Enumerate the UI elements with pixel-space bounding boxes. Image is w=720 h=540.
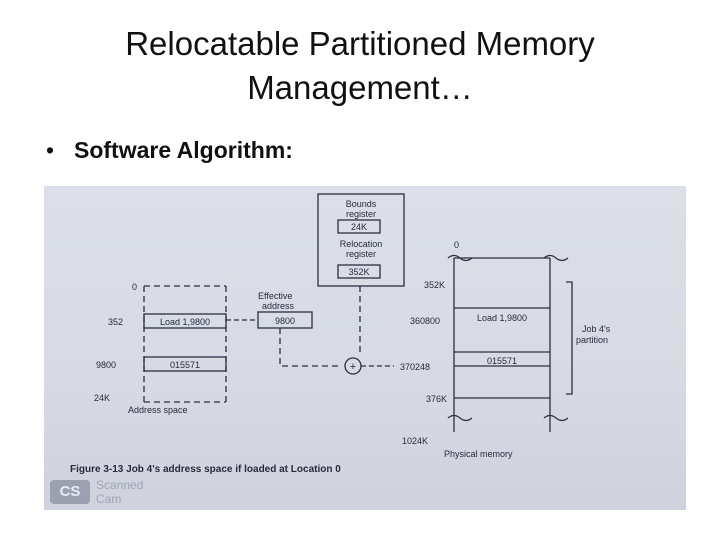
- address-0: 0: [132, 282, 137, 292]
- bounds-value-box: [337, 219, 381, 234]
- partition-label-1: Job 4's: [582, 324, 611, 334]
- physical-memory-rows: [454, 257, 550, 399]
- bounds-register-label-2: register: [346, 209, 376, 219]
- physical-address-0: 0: [454, 240, 459, 250]
- break-mark-top-right: [543, 254, 569, 262]
- physical-memory-sides: [453, 258, 551, 432]
- figure-photo: Bounds register 24K Relocation register …: [44, 186, 686, 510]
- memory-diagram: Bounds register 24K Relocation register …: [70, 193, 611, 475]
- adder-symbol: +: [350, 361, 356, 373]
- physical-address-1024k: 1024K: [402, 436, 428, 446]
- physical-address-352k: 352K: [424, 280, 445, 290]
- address-space-label: Address space: [128, 405, 188, 415]
- slide-title-line-1: Relocatable Partitioned Memory: [125, 25, 595, 62]
- bullet-text: Software Algorithm:: [74, 137, 293, 163]
- physical-data-value: 015571: [487, 356, 517, 366]
- scanner-logo: CS: [50, 480, 90, 504]
- address-9800: 9800: [96, 360, 116, 370]
- bullet-item: • Software Algorithm:: [46, 134, 293, 166]
- break-mark-bottom-left: [447, 414, 473, 422]
- relocation-register-label-2: register: [346, 249, 376, 259]
- partition-label-2: partition: [576, 335, 608, 345]
- address-data-row: [143, 356, 227, 372]
- break-mark-bottom-right: [543, 414, 569, 422]
- scanner-watermark-line-2: Cam: [96, 492, 122, 506]
- bounds-register-label-1: Bounds: [346, 199, 377, 209]
- address-space-frame: [143, 285, 227, 403]
- bullet-marker: •: [46, 137, 55, 163]
- partition-bracket: [566, 281, 573, 395]
- effective-address-box: [257, 311, 313, 329]
- register-block: [317, 193, 405, 287]
- relocation-value-box: [337, 264, 381, 279]
- physical-address-360800: 360800: [410, 316, 440, 326]
- address-352: 352: [108, 317, 123, 327]
- physical-memory-label: Physical memory: [444, 449, 513, 459]
- slide-title-line-2: Management…: [247, 69, 473, 106]
- relocation-register-value: 352K: [348, 267, 369, 277]
- relocation-register-label-1: Relocation: [340, 239, 383, 249]
- physical-load-instruction: Load 1,9800: [477, 313, 527, 323]
- figure-caption: Figure 3-13 Job 4's address space if loa…: [70, 464, 341, 475]
- effective-address-label-1: Effective: [258, 291, 292, 301]
- address-load-instruction: Load 1,9800: [160, 317, 210, 327]
- bounds-register-value: 24K: [351, 222, 367, 232]
- scanner-watermark: Scanned Cam: [96, 478, 143, 506]
- slide-title: Relocatable Partitioned Memory Managemen…: [40, 22, 680, 110]
- physical-address-370248: 370248: [400, 362, 430, 372]
- address-load-row: [143, 313, 227, 329]
- scanner-watermark-line-1: Scanned: [96, 478, 144, 492]
- address-data-value: 015571: [170, 360, 200, 370]
- effective-address-label-2: address: [262, 301, 295, 311]
- physical-address-376k: 376K: [426, 394, 447, 404]
- break-mark-top-left: [447, 254, 473, 262]
- address-24k: 24K: [94, 393, 110, 403]
- effective-address-value: 9800: [275, 316, 295, 326]
- effective-to-adder-line: [279, 328, 342, 367]
